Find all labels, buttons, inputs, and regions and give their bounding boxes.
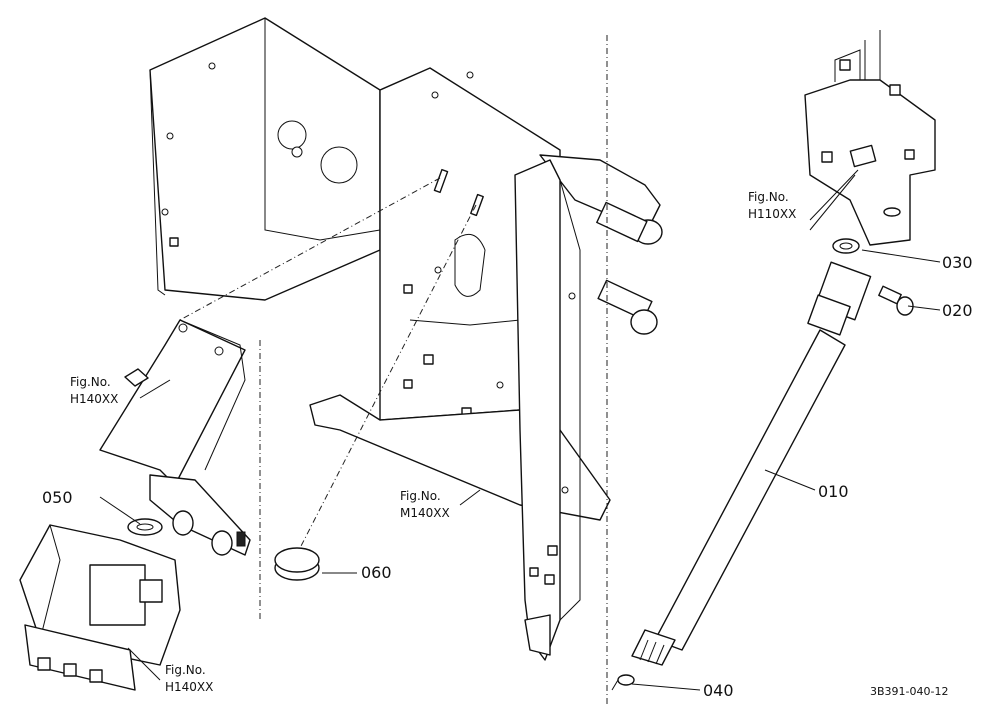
part-number-010: 010 <box>818 482 849 501</box>
figure-ref-code: M140XX <box>400 506 450 520</box>
frame-threaded-studs <box>433 168 484 217</box>
figure-ref-h110: Fig.No. H110XX <box>748 190 796 221</box>
figure-ref-h140-left: Fig.No. H140XX <box>70 375 118 406</box>
clip-040 <box>611 674 635 691</box>
part-number-060: 060 <box>361 563 392 582</box>
figure-ref-code: H140XX <box>70 392 118 406</box>
bushing-060 <box>274 547 320 581</box>
steering-shaft-010 <box>631 261 872 666</box>
figure-ref-code: H110XX <box>748 207 796 221</box>
bolt-020 <box>878 285 914 316</box>
leader-lines <box>99 169 941 691</box>
frame-upper-bracket <box>466 71 663 335</box>
figure-ref-label: Fig.No. <box>748 190 789 204</box>
washer-030 <box>832 238 860 254</box>
column-support-bracket <box>804 30 936 246</box>
figure-ref-label: Fig.No. <box>400 489 441 503</box>
cover-plate <box>99 319 246 486</box>
grommet-050 <box>127 518 163 536</box>
figure-ref-code: H140XX <box>165 680 213 694</box>
figure-ref-label: Fig.No. <box>70 375 111 389</box>
part-number-040: 040 <box>703 681 734 700</box>
drawing-code: 3B391-040-12 <box>870 685 948 698</box>
frame-rear-panel <box>149 17 381 301</box>
figure-ref-label: Fig.No. <box>165 663 206 677</box>
alignment-lines <box>179 177 477 620</box>
figure-ref-m140: Fig.No. M140XX <box>400 489 450 520</box>
part-number-020: 020 <box>942 301 973 320</box>
frame-side-channel <box>514 159 581 661</box>
part-number-030: 030 <box>942 253 973 272</box>
mounting-strip <box>149 474 251 556</box>
figure-ref-h140-bottom: Fig.No. H140XX <box>165 663 213 694</box>
switch-assembly <box>19 524 181 691</box>
part-number-050: 050 <box>42 488 73 507</box>
